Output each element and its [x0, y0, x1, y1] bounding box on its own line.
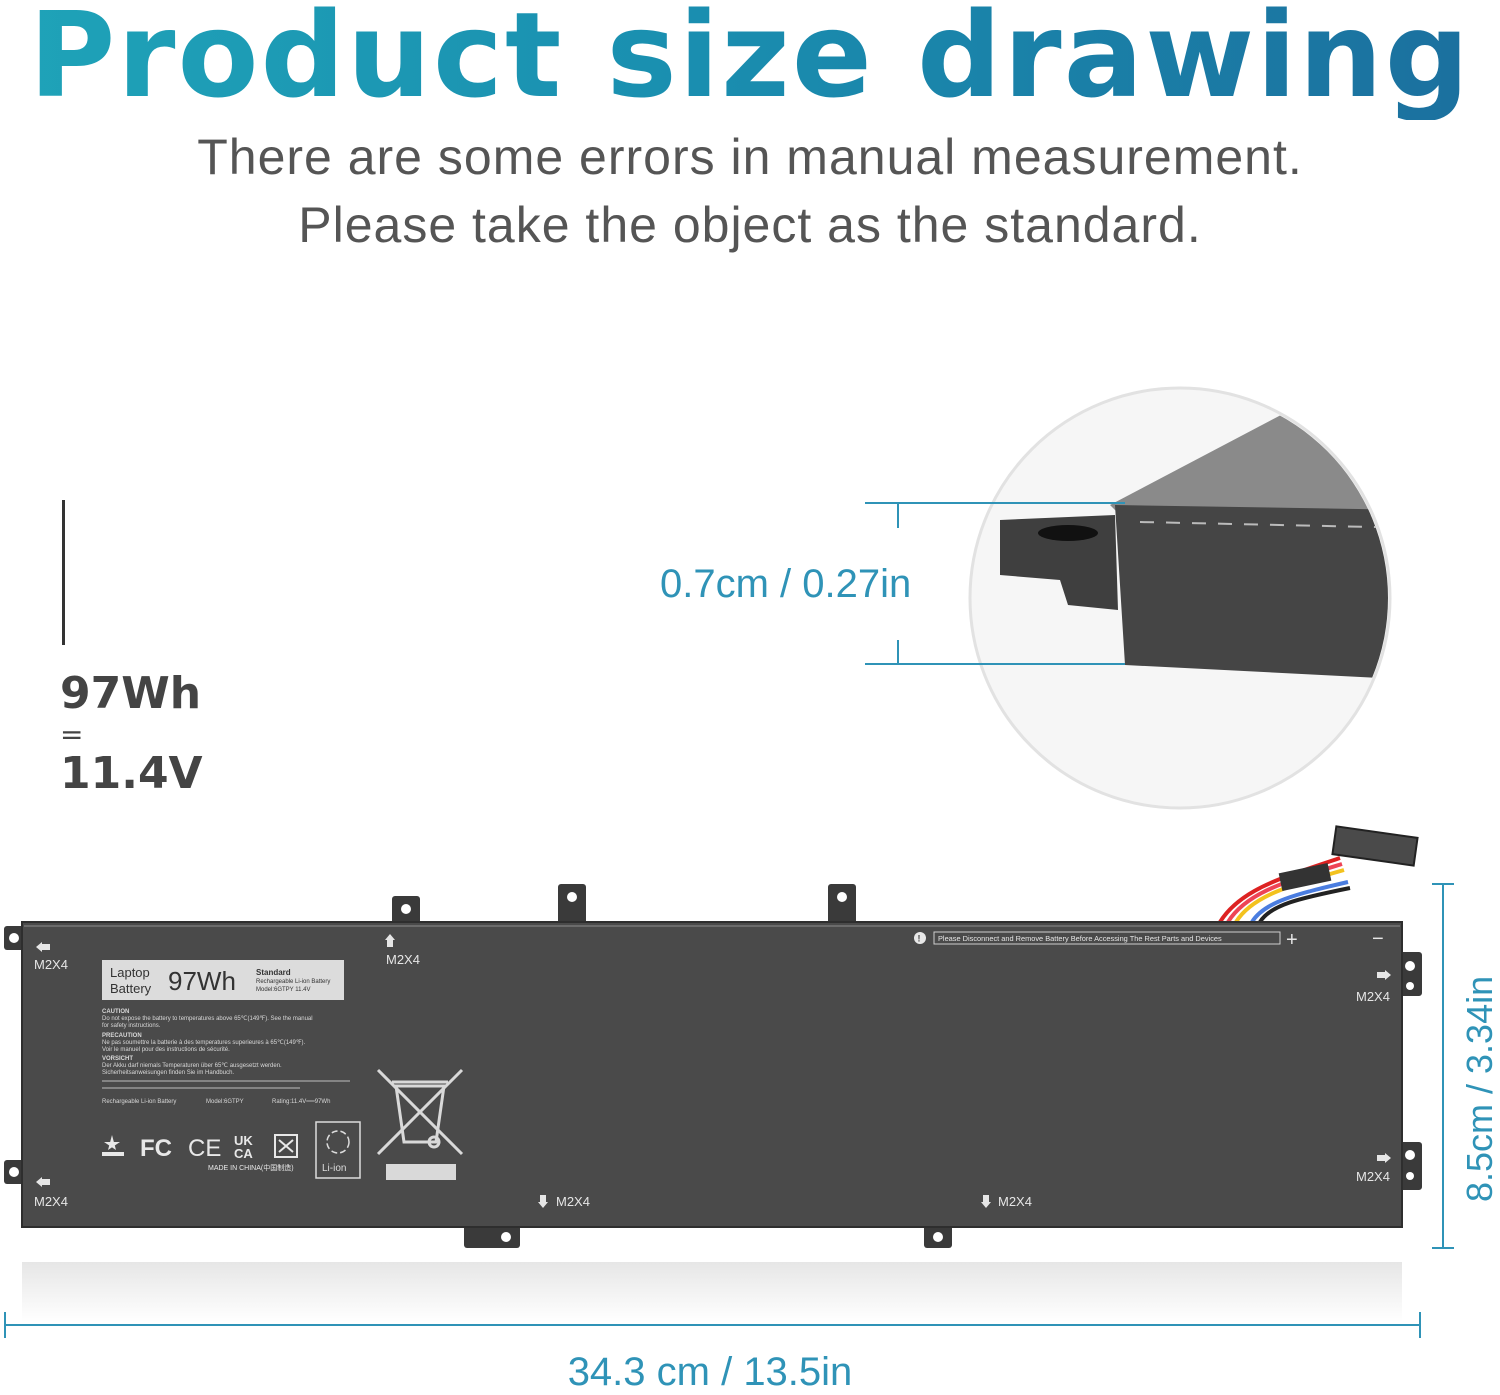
label-type-1: Laptop	[110, 965, 150, 980]
label-chem: Rechargeable Li-ion Battery	[256, 979, 330, 985]
caution-text-2: for safety instructions.	[102, 1023, 161, 1029]
fcc-mark: FC	[140, 1135, 172, 1162]
battery-cable	[1218, 825, 1419, 924]
vorsicht-title: VORSICHT	[102, 1056, 133, 1062]
subtitle-line-2: Please take the object as the standard.	[298, 197, 1202, 253]
width-dimension-line	[4, 1312, 1421, 1338]
precaution-text-2: Voir le manuel pour des instructions de …	[102, 1047, 230, 1053]
screw-label-bottom-left: M2X4	[34, 1194, 68, 1209]
zoom-detail-circle	[968, 386, 1392, 810]
footer-rating: Rating:11.4V══97Wh	[272, 1099, 330, 1105]
battery-label-panel	[102, 960, 344, 1000]
warning-icon	[914, 932, 926, 944]
footer-model: Model:6GTPY	[206, 1099, 244, 1105]
caution-text-1: Do not expose the battery to temperature…	[102, 1016, 313, 1022]
footer-left: Rechargeable Li-ion Battery	[102, 1099, 176, 1105]
arrow-left-icon	[36, 1177, 42, 1187]
precaution-title: PRECAUTION	[102, 1033, 142, 1039]
spec-voltage: 11.4V	[60, 748, 203, 799]
label-standard: Standard	[256, 968, 291, 977]
spec-equals: =	[60, 718, 84, 751]
rohs-icon	[274, 1134, 298, 1158]
height-label-wrap: 8.5cm / 3.34in	[1454, 880, 1500, 1210]
recycle-icon	[326, 1130, 350, 1154]
screw-label-right-lower: M2X4	[1356, 1169, 1390, 1184]
vorsicht-text-1: Der Akku darf niemals Temperaturen über …	[102, 1063, 282, 1069]
screw-label-bottom-mid-2: M2X4	[998, 1194, 1032, 1209]
certification-marks: FC CE UK CA MADE IN CHINA(中国制造)	[102, 1133, 298, 1172]
arrow-right-icon	[1385, 1153, 1391, 1163]
plus-sign: +	[1286, 929, 1298, 951]
precaution-text-1: Ne pas soumettre la batterie à des tempe…	[102, 1040, 306, 1046]
screw-label-right-upper: M2X4	[1356, 989, 1390, 1004]
vorsicht-text-2: Sicherheitsanweisungen finden Sie im Han…	[102, 1070, 234, 1076]
made-in: MADE IN CHINA(中国制造)	[208, 1163, 294, 1172]
width-label: 34.3 cm / 13.5in	[567, 1350, 853, 1394]
ce-mark: CE	[188, 1135, 221, 1162]
arrow-right-icon	[1385, 970, 1391, 980]
recycle-liion-box: Li-ion	[315, 1121, 361, 1179]
label-model-rating: Model:6GTPY 11.4V	[256, 987, 310, 993]
screw-label-top-mid: M2X4	[386, 952, 420, 967]
arrow-down-icon	[981, 1202, 991, 1208]
height-label: 8.5cm / 3.34in	[1459, 976, 1500, 1202]
screw-label-bottom-mid-1: M2X4	[556, 1194, 590, 1209]
height-dimension-line	[1432, 883, 1454, 1249]
spec-capacity: 97Wh	[60, 668, 202, 719]
minus-sign: −	[1372, 928, 1384, 950]
ukca-mark-bottom: CA	[234, 1146, 253, 1161]
flame-icon	[104, 1135, 120, 1150]
thickness-dimension-lines	[865, 502, 1125, 665]
label-type-2: Battery	[110, 981, 152, 996]
warning-text: Please Disconnect and Remove Battery Bef…	[938, 934, 1222, 943]
arrow-down-icon	[538, 1202, 548, 1208]
label-capacity: 97Wh	[168, 966, 236, 996]
subtitle-line-1: There are some errors in manual measurem…	[197, 129, 1303, 185]
thickness-label: 0.7cm / 0.27in	[660, 562, 912, 606]
ukca-mark-top: UK	[234, 1133, 253, 1148]
svg-text:!: !	[918, 934, 921, 944]
page-title: Product size drawing	[0, 0, 1500, 120]
arrow-up-icon	[385, 934, 395, 940]
liion-text: Li-ion	[322, 1163, 346, 1174]
battery-reflection	[22, 1262, 1402, 1322]
arrow-left-icon	[36, 942, 42, 952]
weee-bin-icon	[376, 1068, 464, 1156]
screw-label-top-left: M2X4	[34, 957, 68, 972]
spec-divider	[62, 500, 65, 645]
caution-title: CAUTION	[102, 1009, 129, 1015]
